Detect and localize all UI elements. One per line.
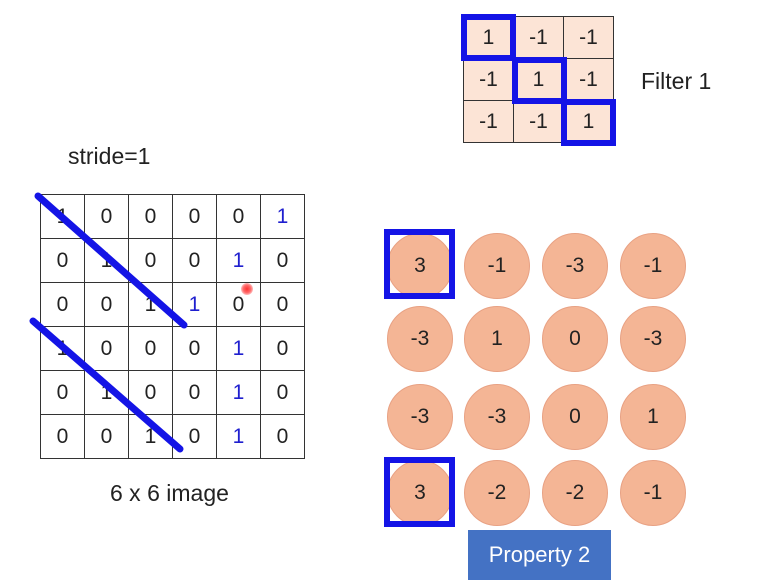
feature-value: -2 <box>542 460 608 526</box>
feature-value: -2 <box>464 460 530 526</box>
image-cell: 0 <box>260 326 305 371</box>
image-cell: 0 <box>84 194 129 239</box>
feature-value: -3 <box>620 306 686 372</box>
image-cell: 0 <box>260 238 305 283</box>
image-caption: 6 x 6 image <box>110 480 229 506</box>
feature-value: -3 <box>542 233 608 299</box>
image-cell: 0 <box>40 238 85 283</box>
image-cell: 1 <box>216 326 261 371</box>
feature-value: -3 <box>464 384 530 450</box>
filter-cell: -1 <box>463 100 514 143</box>
feature-value: -3 <box>387 306 453 372</box>
stride-label: stride=1 <box>68 143 151 169</box>
image-cell: 0 <box>216 194 261 239</box>
feature-value: -1 <box>620 460 686 526</box>
filter-highlight-box <box>561 99 616 146</box>
image-cell: 0 <box>128 326 173 371</box>
image-row: 1 0 0 0 1 0 <box>40 326 305 371</box>
filter-highlight-box <box>461 14 516 61</box>
feature-value: 1 <box>620 384 686 450</box>
feature-value: -1 <box>464 233 530 299</box>
filter-cell: -1 <box>513 16 564 59</box>
image-cell: 1 <box>84 370 129 415</box>
diagonal-line <box>29 317 184 453</box>
image-cell: 0 <box>84 414 129 459</box>
image-row: 0 1 0 0 1 0 <box>40 370 305 415</box>
property-label: Property 2 <box>468 530 611 580</box>
input-image-grid: 1 0 0 0 0 1 0 1 0 0 1 0 0 0 1 1 0 0 1 0 … <box>40 194 305 459</box>
image-cell: 0 <box>172 370 217 415</box>
feature-value: 0 <box>542 306 608 372</box>
feature-value: 0 <box>542 384 608 450</box>
image-cell: 0 <box>260 370 305 415</box>
feature-highlight-box <box>384 229 455 299</box>
feature-value: 1 <box>464 306 530 372</box>
feature-value: -1 <box>620 233 686 299</box>
filter-cell: 1 <box>513 58 564 101</box>
feature-highlight-box <box>384 457 455 527</box>
image-cell: 0 <box>260 282 305 327</box>
filter-label: Filter 1 <box>641 68 712 94</box>
image-row: 1 0 0 0 0 1 <box>40 194 305 239</box>
image-row: 0 0 1 1 0 0 <box>40 282 305 327</box>
image-row: 0 0 1 0 1 0 <box>40 414 305 459</box>
image-cell: 0 <box>216 282 261 327</box>
filter-cell: -1 <box>513 100 564 143</box>
feature-value: -3 <box>387 384 453 450</box>
filter-row: -1 -1 1 <box>463 100 614 143</box>
image-cell: 0 <box>172 414 217 459</box>
image-cell: 0 <box>84 326 129 371</box>
filter-cell: -1 <box>463 58 514 101</box>
filter-highlight-box <box>512 57 567 104</box>
image-cell: 0 <box>172 326 217 371</box>
image-cell: 0 <box>260 414 305 459</box>
filter-cell: -1 <box>563 16 614 59</box>
laser-pointer-icon <box>241 283 253 295</box>
feature-value: 3 <box>387 233 453 299</box>
diagonal-line <box>34 192 188 329</box>
image-cell: 1 <box>260 194 305 239</box>
